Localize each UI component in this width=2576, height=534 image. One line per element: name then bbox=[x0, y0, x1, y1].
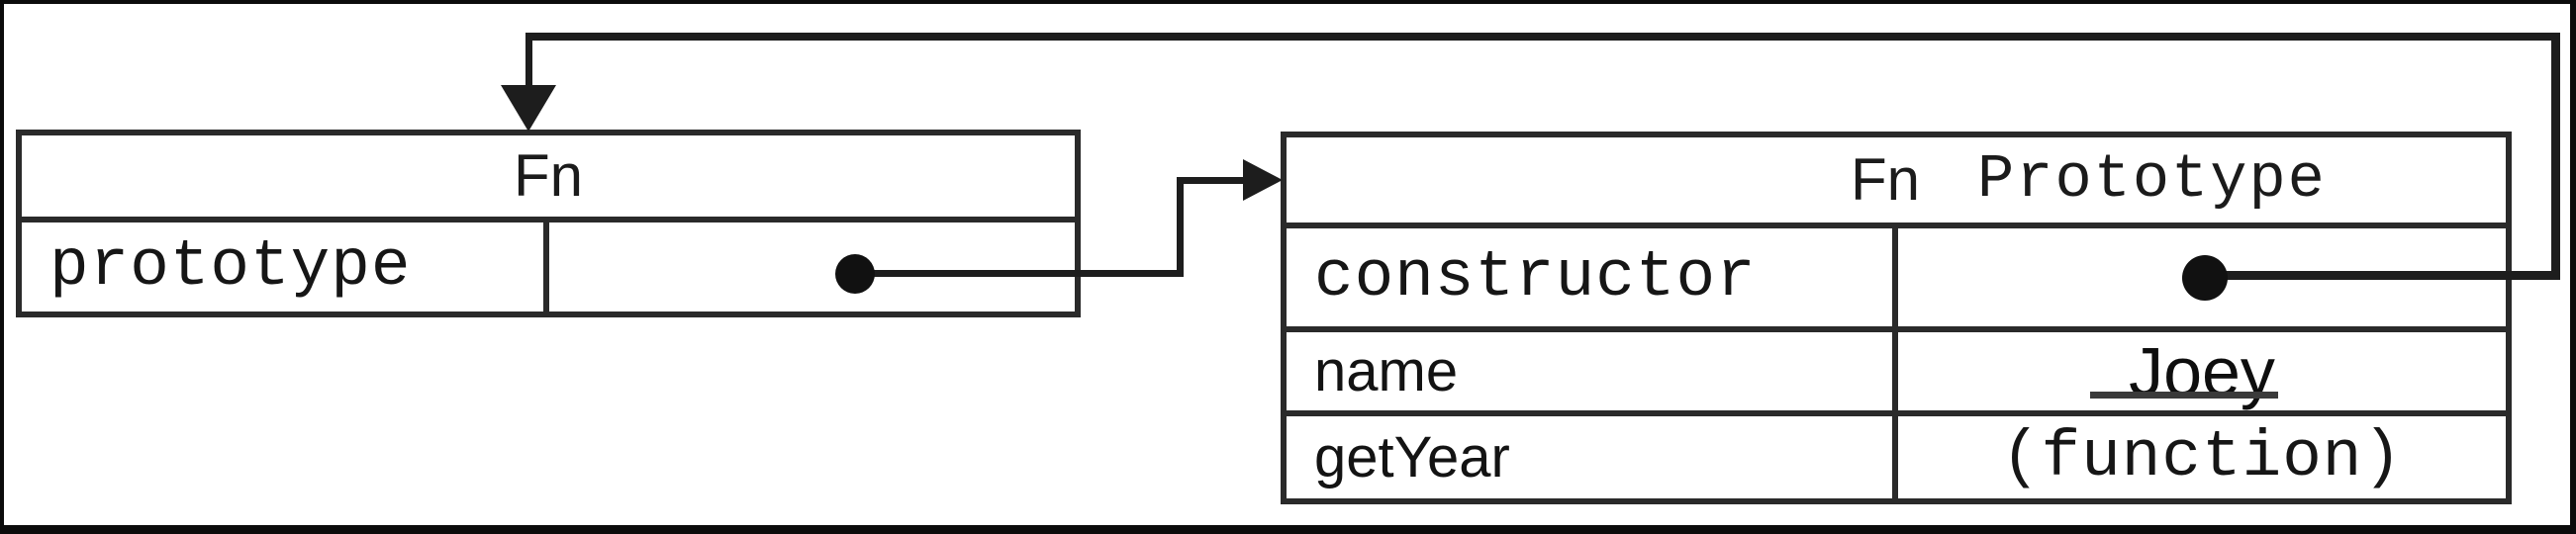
constructor-link-line-vertical-right bbox=[2551, 33, 2560, 280]
fn-box: Fn prototype bbox=[16, 130, 1081, 317]
getyear-row: getYear (function) bbox=[1287, 410, 2506, 498]
getyear-value-cell: (function) bbox=[1898, 416, 2506, 498]
fn-prototype-value-cell bbox=[549, 222, 1075, 312]
fn-prototype-row: prototype bbox=[22, 217, 1075, 312]
name-key-cell: name bbox=[1287, 332, 1898, 410]
constructor-key-label: constructor bbox=[1314, 239, 1757, 314]
constructor-pointer-dot-icon bbox=[2182, 255, 2228, 301]
name-key-label: name bbox=[1314, 338, 1459, 403]
down-arrowhead-icon bbox=[501, 85, 556, 132]
prototype-pointer-dot-icon bbox=[835, 254, 875, 294]
name-row: name Joey bbox=[1287, 326, 2506, 410]
fn-prototype-box-title: Fn Prototype bbox=[1287, 137, 2506, 222]
fn-prototype-key-label: prototype bbox=[49, 229, 412, 305]
constructor-row: constructor bbox=[1287, 222, 2506, 326]
prototype-link-line-vertical bbox=[1177, 177, 1184, 277]
fn-prototype-title-prototype: Prototype bbox=[1977, 144, 2327, 215]
fn-prototype-title-fn: Fn bbox=[1851, 146, 1921, 213]
constructor-key-cell: constructor bbox=[1287, 228, 1898, 326]
fn-box-title-label: Fn bbox=[513, 142, 584, 210]
getyear-key-label: getYear bbox=[1314, 424, 1510, 490]
right-arrowhead-icon bbox=[1243, 159, 1283, 201]
getyear-key-cell: getYear bbox=[1287, 416, 1898, 498]
constructor-link-line-top bbox=[525, 33, 2560, 41]
prototype-link-line-horizontal bbox=[855, 270, 1184, 277]
fn-box-title: Fn bbox=[22, 135, 1075, 217]
constructor-link-line-horizontal bbox=[2205, 271, 2560, 280]
prototype-link-line-to-arrow bbox=[1177, 177, 1245, 184]
joey-underline-artifact bbox=[2090, 392, 2278, 399]
fn-prototype-box: Fn Prototype constructor name Joey getYe… bbox=[1281, 132, 2512, 504]
fn-prototype-key-cell: prototype bbox=[22, 222, 549, 312]
constructor-link-line-vertical-left bbox=[525, 33, 532, 87]
name-value-cell: Joey bbox=[1898, 332, 2506, 410]
getyear-value-label: (function) bbox=[2000, 419, 2404, 494]
